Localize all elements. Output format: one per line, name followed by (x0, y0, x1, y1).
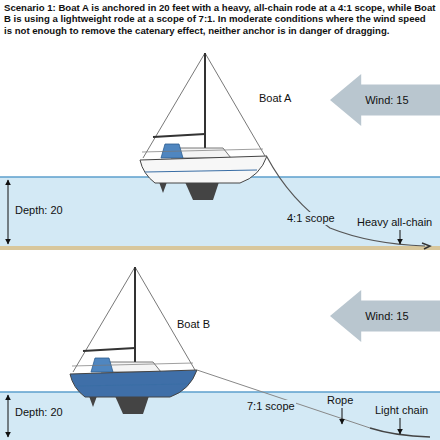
label: Depth: 20 (14, 204, 64, 217)
water-surface (0, 391, 440, 393)
label: Depth: 20 (14, 406, 64, 419)
anchor-a (422, 243, 430, 249)
wind-arrow: Wind: 15 (330, 74, 440, 126)
sailboat (70, 267, 197, 414)
rudder (159, 182, 167, 193)
lifeline (142, 149, 263, 152)
mast (134, 267, 136, 364)
depth-arrow (8, 395, 9, 437)
caption: Scenario 1: Boat A is anchored in 20 fee… (4, 2, 436, 36)
seabed (0, 246, 440, 250)
arrow-fill (330, 74, 440, 126)
pointer-arrow (342, 408, 343, 424)
forestay (205, 53, 265, 156)
boot-stripe (75, 384, 187, 386)
boot-stripe (145, 170, 257, 172)
pointer-arrow (400, 418, 401, 434)
label: Boat B (176, 318, 211, 331)
label: Rope (326, 394, 354, 407)
keel (115, 396, 149, 414)
backstay (73, 267, 135, 372)
rudder (89, 396, 97, 407)
boom (83, 348, 135, 351)
label: Light chain (374, 404, 429, 417)
depth-arrow (8, 180, 9, 244)
water (0, 392, 440, 440)
water (0, 177, 440, 246)
backstay (143, 53, 205, 158)
keel (185, 182, 219, 200)
label: 4:1 scope (286, 212, 336, 225)
pointer-arrow (400, 230, 401, 244)
wind-label: Wind: 15 (365, 310, 408, 322)
arrow-fill (330, 290, 440, 342)
label: Heavy all-chain (356, 216, 433, 229)
boom (153, 134, 205, 137)
lifeline (72, 363, 193, 366)
label: Boat A (258, 92, 292, 105)
hull (70, 370, 197, 397)
label: 7:1 scope (246, 400, 296, 413)
wind-arrow: Wind: 15 (330, 290, 440, 342)
sailboat (140, 53, 267, 200)
all-chain-rode (267, 157, 425, 246)
mast (204, 53, 206, 150)
wind-label: Wind: 15 (365, 94, 408, 106)
hull (140, 156, 267, 183)
rope-rode (197, 370, 370, 428)
